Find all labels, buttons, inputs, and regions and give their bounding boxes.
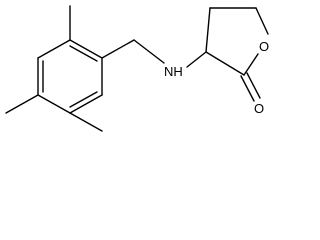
ring-bond — [69, 39, 103, 59]
methyl-groups — [5, 5, 103, 132]
carbonyl-oxygen-label: O — [254, 101, 264, 116]
benzyl-bond — [101, 39, 135, 59]
benzene-ring — [37, 39, 103, 114]
carbonyl-bond — [246, 72, 261, 99]
ring-bond — [255, 7, 269, 35]
methyl-bond-left — [5, 94, 39, 114]
aromatic-double-bond — [69, 91, 98, 108]
aromatic-double-bond — [69, 45, 98, 62]
ring-bond — [37, 39, 71, 59]
ring-bond — [205, 7, 211, 53]
methyl-bond-bottom — [69, 112, 103, 132]
ring-bond — [37, 94, 71, 114]
amine-label: NH — [164, 64, 183, 79]
ring-bond — [205, 51, 245, 76]
carbonyl-bond — [240, 75, 255, 102]
lactone-ring — [205, 7, 269, 76]
ring-oxygen-label: O — [259, 39, 269, 54]
chemical-structure: NH O O — [5, 5, 269, 132]
ring-bond — [243, 53, 259, 76]
n-ring-bond — [186, 51, 207, 68]
ring-bond — [69, 94, 103, 114]
ch2-n-bond — [133, 39, 165, 64]
